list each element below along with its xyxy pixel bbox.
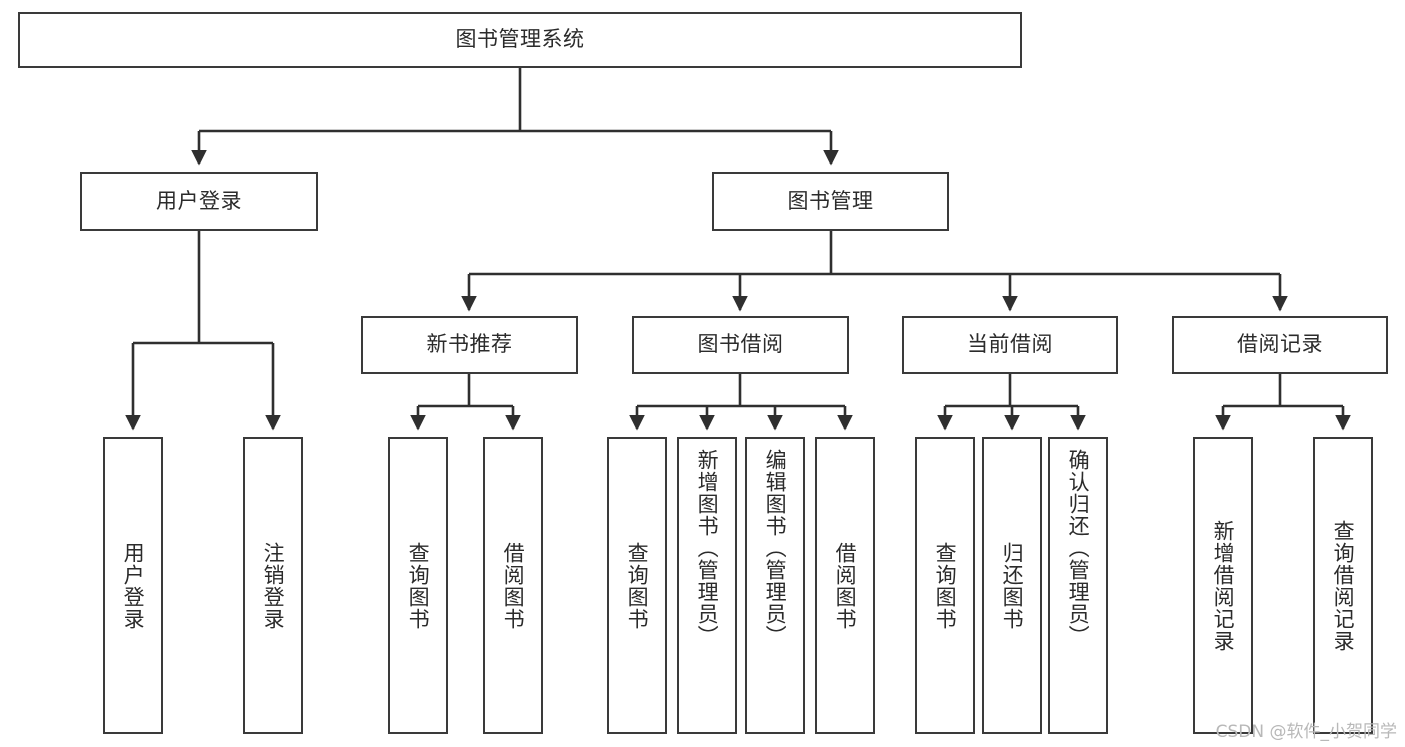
node-leaf-add-record[interactable]: 新增借阅记录 bbox=[1193, 437, 1253, 734]
node-label: 归还图书 bbox=[1000, 541, 1025, 630]
node-leaf-return-book[interactable]: 归还图书 bbox=[982, 437, 1042, 734]
node-book-borrow[interactable]: 图书借阅 bbox=[632, 316, 849, 374]
node-label: 确认归还（管理员） bbox=[1066, 449, 1091, 647]
node-label: 查询图书 bbox=[933, 541, 958, 630]
node-leaf-borrow-book-1[interactable]: 借阅图书 bbox=[483, 437, 543, 734]
node-leaf-edit-book[interactable]: 编辑图书（管理员） bbox=[745, 437, 805, 734]
node-label: 用户登录 bbox=[121, 541, 146, 630]
node-label: 图书借阅 bbox=[697, 332, 784, 357]
node-label: 新增借阅记录 bbox=[1211, 519, 1236, 652]
node-leaf-borrow-book-2[interactable]: 借阅图书 bbox=[815, 437, 875, 734]
node-label: 用户登录 bbox=[156, 188, 242, 213]
node-label: 新书推荐 bbox=[426, 332, 513, 357]
node-leaf-query-book-1[interactable]: 查询图书 bbox=[388, 437, 448, 734]
node-user-login[interactable]: 用户登录 bbox=[80, 172, 318, 231]
node-label: 编辑图书（管理员） bbox=[763, 449, 788, 647]
node-borrow-record[interactable]: 借阅记录 bbox=[1172, 316, 1388, 374]
node-leaf-add-book[interactable]: 新增图书（管理员） bbox=[677, 437, 737, 734]
node-leaf-query-record[interactable]: 查询借阅记录 bbox=[1313, 437, 1373, 734]
node-leaf-user-login[interactable]: 用户登录 bbox=[103, 437, 163, 734]
node-leaf-query-book-2[interactable]: 查询图书 bbox=[607, 437, 667, 734]
node-root-system[interactable]: 图书管理系统 bbox=[18, 12, 1022, 68]
node-leaf-confirm-return[interactable]: 确认归还（管理员） bbox=[1048, 437, 1108, 734]
node-label: 查询借阅记录 bbox=[1331, 519, 1356, 652]
node-new-book-recommend[interactable]: 新书推荐 bbox=[361, 316, 578, 374]
node-label: 借阅图书 bbox=[833, 541, 858, 630]
node-label: 借阅记录 bbox=[1237, 332, 1323, 357]
node-leaf-logout-login[interactable]: 注销登录 bbox=[243, 437, 303, 734]
node-label: 查询图书 bbox=[625, 541, 650, 630]
node-label: 图书管理 bbox=[787, 188, 874, 213]
node-label: 借阅图书 bbox=[501, 541, 526, 630]
node-label: 新增图书（管理员） bbox=[695, 449, 720, 647]
node-label: 当前借阅 bbox=[967, 332, 1053, 357]
node-book-management[interactable]: 图书管理 bbox=[712, 172, 949, 231]
node-label: 注销登录 bbox=[261, 541, 286, 630]
node-label: 查询图书 bbox=[406, 541, 431, 630]
node-label: 图书管理系统 bbox=[455, 27, 585, 52]
node-leaf-query-book-3[interactable]: 查询图书 bbox=[915, 437, 975, 734]
node-current-borrow[interactable]: 当前借阅 bbox=[902, 316, 1118, 374]
